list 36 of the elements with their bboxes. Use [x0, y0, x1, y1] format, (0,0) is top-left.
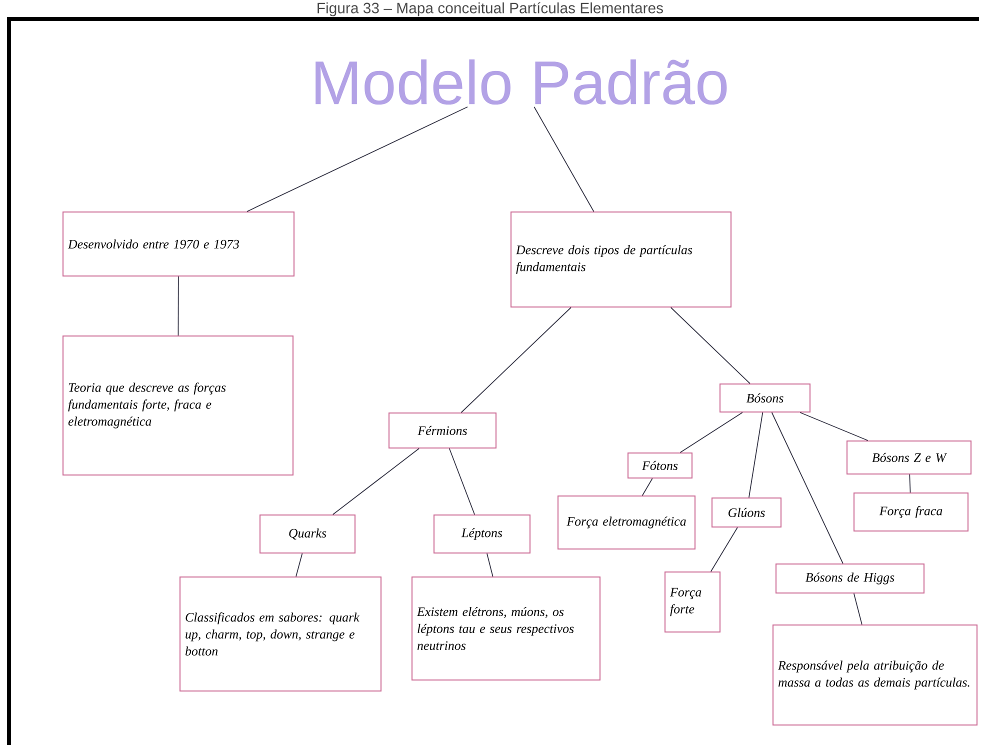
concept-box: Força eletromagnética	[558, 496, 696, 550]
connector-line	[448, 448, 476, 515]
title-text: Modelo Padrão	[316, 59, 727, 105]
connector-line	[680, 412, 743, 453]
figure-caption: Figura 33 – Mapa conceitual Partículas Elementares	[318, 2, 663, 16]
connector-line	[800, 412, 868, 441]
connector-line	[460, 307, 572, 413]
connector-line	[771, 412, 844, 564]
concept-box: Classificados em sabores: quark up, charm, top, down, strange e botton	[180, 576, 382, 692]
connector-line	[486, 553, 494, 577]
concept-box: Descreve dois tipos de partículas fundamentais	[510, 212, 732, 308]
connector-line	[642, 478, 653, 496]
concept-box: Força fraca	[854, 492, 968, 532]
concept-box: Bósons	[720, 384, 810, 412]
concept-box: Existem elétrons, múons, os léptons tau e seus respectivos neutrinos	[412, 576, 600, 680]
concept-box: Férmions	[388, 412, 496, 448]
concept-box: Léptons	[434, 514, 530, 554]
connector-line	[178, 276, 179, 336]
concept-box: Desenvolvido entre 1970 e 1973	[62, 212, 294, 276]
connector-line	[246, 106, 468, 212]
concept-box: Força forte	[664, 572, 720, 632]
concept-box: Bósons de Higgs	[776, 564, 924, 594]
connector-line	[670, 307, 750, 384]
connector-line	[748, 412, 764, 498]
concept-box: Glúons	[712, 498, 782, 528]
connector-line	[853, 593, 862, 625]
concept-box: Responsável pela atribuição de massa a todas as demais partículas.	[772, 624, 978, 726]
connector-line	[710, 527, 738, 572]
concept-box: Fótons	[628, 452, 692, 478]
connector-line	[296, 553, 303, 577]
concept-box: Quarks	[260, 514, 356, 554]
concept-box: Teoria que descreve as forças fundamentais forte, fraca e eletromagnética	[62, 336, 294, 476]
connector-line	[534, 106, 594, 212]
connector-line	[332, 448, 420, 515]
connector-line	[909, 474, 911, 493]
concept-box: Bósons Z e W	[846, 440, 972, 474]
